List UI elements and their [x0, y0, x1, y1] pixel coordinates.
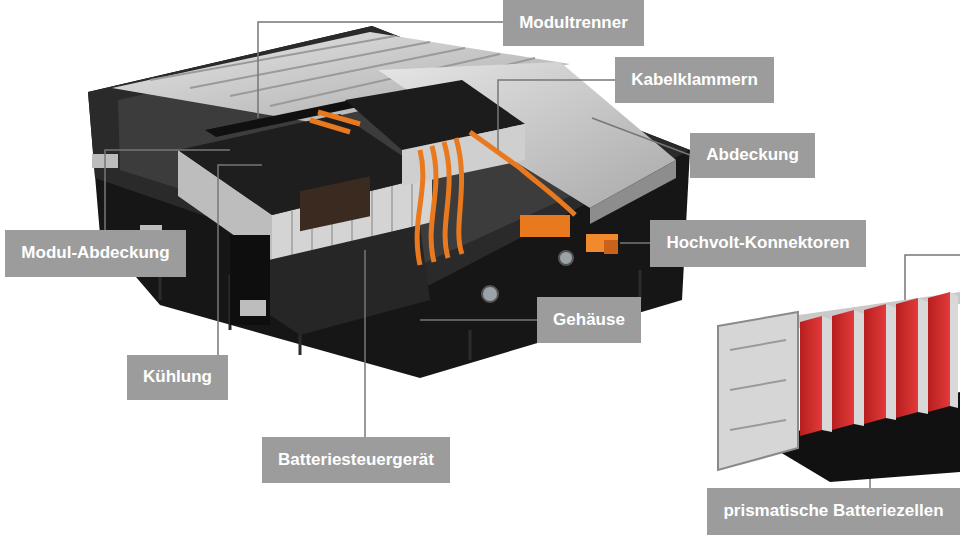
callout-box: Modultrenner	[503, 0, 644, 46]
cell-edge	[918, 298, 928, 414]
callout-text: Abdeckung	[706, 145, 799, 165]
cell	[928, 292, 950, 412]
cell-edge	[950, 292, 958, 408]
cell-edge	[886, 304, 896, 420]
cell	[864, 304, 886, 424]
callout-box: Batteriesteuergerät	[262, 437, 450, 483]
leader-line	[620, 242, 650, 244]
callout-text: Gehäuse	[553, 310, 625, 330]
callout-box: Modul-Abdeckung	[5, 230, 186, 277]
port	[482, 286, 498, 302]
callout-box: Kabelklammern	[615, 57, 774, 103]
callout-text: Modultrenner	[519, 13, 628, 33]
leader-line	[258, 22, 503, 118]
hv-cable	[417, 138, 462, 265]
leader-line	[364, 250, 366, 437]
cell	[896, 298, 918, 418]
leader-line	[218, 165, 262, 355]
callout-text: Modul-Abdeckung	[21, 243, 169, 263]
leader-line	[498, 80, 615, 150]
cell	[832, 310, 854, 430]
callout-text: Kabelklammern	[631, 70, 758, 90]
cooling-plate	[230, 235, 270, 325]
callout-text: Batteriesteuergerät	[278, 450, 434, 470]
hv-connector	[520, 215, 570, 237]
leader-line	[420, 319, 537, 321]
cell	[800, 316, 822, 436]
callout-text: Hochvolt-Konnektoren	[666, 233, 849, 253]
callout-box: Gehäuse	[537, 297, 641, 343]
end-plate-ribs	[730, 340, 786, 430]
hv-cable	[310, 112, 575, 215]
hv-connector	[604, 240, 618, 254]
callout-box: prismatische Batteriezellen	[707, 488, 960, 535]
end-plate	[718, 312, 798, 470]
control-unit	[300, 176, 370, 231]
bracket	[240, 300, 266, 316]
callout-box: Hochvolt-Konnektoren	[650, 220, 866, 267]
leader-line	[105, 150, 230, 230]
port	[559, 251, 573, 265]
housing-body	[88, 26, 690, 378]
prismatic-cells	[800, 292, 958, 436]
cover-right-edge	[590, 160, 676, 224]
callout-box: Abdeckung	[690, 133, 815, 178]
leader-line	[592, 118, 690, 155]
callout-text: prismatische Batteriezellen	[723, 501, 943, 521]
callout-box: Kühlung	[127, 355, 228, 400]
cell-edge	[854, 310, 864, 426]
cell-edge	[822, 316, 832, 432]
callout-text: Kühlung	[143, 367, 212, 387]
cutaway	[260, 225, 430, 335]
